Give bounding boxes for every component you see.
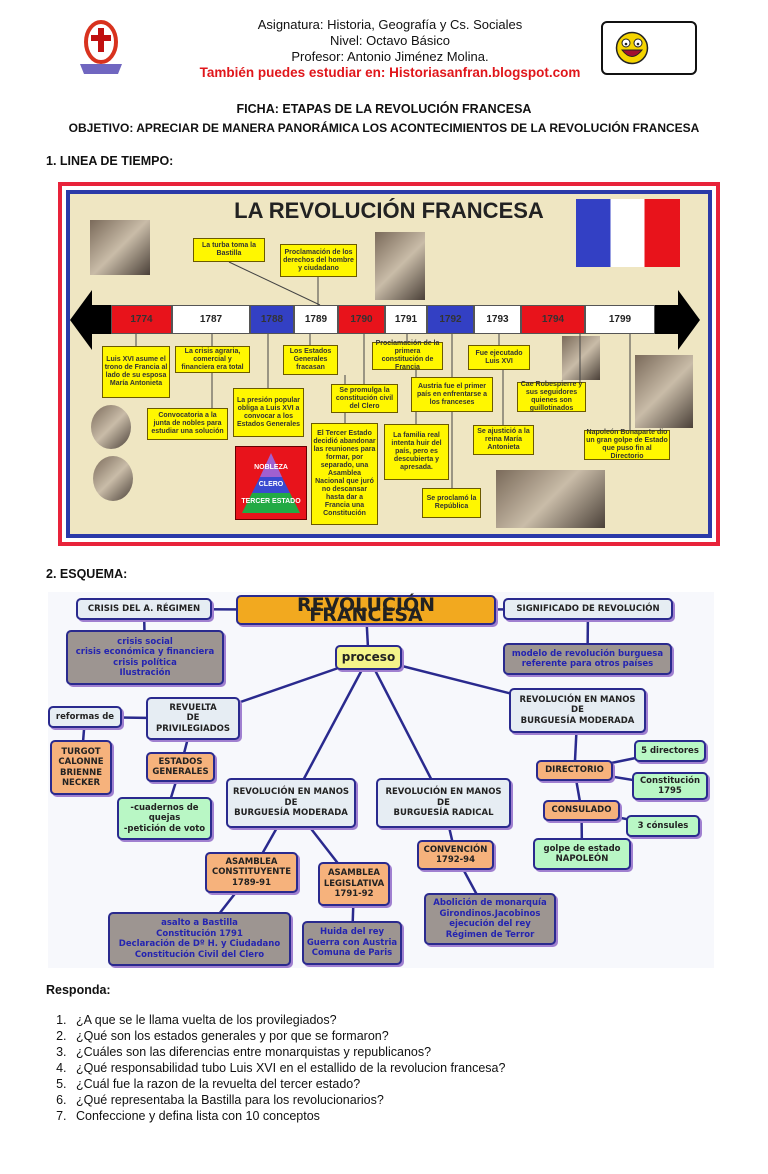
- concept-node: Constitución 1795: [632, 772, 708, 800]
- timeline-event-box: La familia real intenta huir del país, p…: [384, 424, 449, 480]
- question-item: Confeccione y defina lista con 10 concep…: [70, 1108, 505, 1124]
- concept-node: CONSULADO: [543, 800, 620, 821]
- timeline-event-box: Proclamación de los derechos del hombre …: [280, 244, 357, 277]
- concept-node: REVOLUCIÓN EN MANOS DE BURGUESÍA MODERAD…: [226, 778, 356, 828]
- subject-line: Asignatura: Historia, Geografía y Cs. So…: [257, 17, 523, 32]
- concept-node: CONVENCIÓN 1792-94: [417, 840, 494, 870]
- pyramid-level-label: NOBLEZA: [254, 464, 288, 471]
- timeline-event-box: Austria fue el primer país en enfrentars…: [411, 377, 493, 412]
- section-scheme-heading: 2. ESQUEMA:: [46, 567, 128, 581]
- timeline-year: 1774: [111, 305, 172, 334]
- social-pyramid: NOBLEZA CLERO TERCER ESTADO: [235, 446, 307, 520]
- concept-node: 3 cónsules: [626, 815, 700, 837]
- concept-node: modelo de revolución burguesa referente …: [503, 643, 672, 675]
- timeline-title: LA REVOLUCIÓN FRANCESA: [234, 198, 544, 223]
- timeline-event-box: Napoleón Bonaparte dio un gran golpe de …: [584, 429, 670, 460]
- concept-node: golpe de estado NAPOLEÓN: [533, 838, 631, 870]
- question-item: ¿Cuál fue la razon de la revuelta del te…: [70, 1076, 505, 1092]
- timeline-year: 1793: [474, 305, 521, 334]
- timeline-year: 1787: [172, 305, 250, 334]
- questions-heading: Responda:: [46, 983, 111, 997]
- declaration-image: [375, 232, 425, 300]
- timeline-event-box: Luis XVI asume el trono de Francia al la…: [102, 346, 170, 398]
- concept-node: REVUELTA DE PRIVILEGIADOS: [146, 697, 240, 740]
- timeline-event-box: Convocatoria a la junta de nobles para e…: [147, 408, 228, 440]
- robespierre-portrait: [562, 336, 600, 380]
- question-item: ¿Qué representaba la Bastilla para los r…: [70, 1092, 505, 1108]
- website-link[interactable]: También puedes estudiar en: Historiasanf…: [199, 65, 581, 80]
- concept-node: Abolición de monarquía Girondinos.Jacobi…: [424, 893, 556, 945]
- concept-node: crisis social crisis económica y financi…: [66, 630, 224, 685]
- napoleon-portrait: [635, 355, 693, 428]
- question-item: ¿Cuáles son las diferencias entre monarq…: [70, 1044, 505, 1060]
- concept-map: CRISIS DEL A. RÉGIMEN REVOLUCIÓN FRANCESA…: [48, 592, 714, 968]
- question-item: ¿A que se le llama vuelta de los provile…: [70, 1012, 505, 1028]
- concept-node: asalto a Bastilla Constitución 1791 Decl…: [108, 912, 291, 966]
- concept-node: REVOLUCIÓN FRANCESA: [236, 595, 496, 625]
- timeline-event-box: La crisis agraria, comercial y financier…: [175, 346, 250, 373]
- timeline-event-box: Se proclamó la República: [422, 488, 481, 518]
- concept-node: DIRECTORIO: [536, 760, 613, 781]
- timeline-event-box: Cae Robespierre y sus seguidores quienes…: [517, 381, 586, 412]
- timeline-year: 1789: [294, 305, 338, 334]
- timeline-year: 1794: [521, 305, 585, 334]
- timeline-event-box: Fue ejecutado Luis XVI: [468, 345, 530, 370]
- concept-node: reformas de: [48, 706, 122, 728]
- laughing-face-icon: [615, 31, 649, 65]
- timeline-event-box: La turba toma la Bastilla: [193, 238, 265, 262]
- timeline-year: 1788: [250, 305, 294, 334]
- timeline-year: 1792: [427, 305, 474, 334]
- concept-node: REVOLUCIÓN EN MANOS DE BURGUESÍA RADICAL: [376, 778, 511, 828]
- concept-node: -cuadernos de quejas -petición de voto: [117, 797, 212, 840]
- section-timeline-heading: 1. LINEA DE TIEMPO:: [46, 154, 174, 168]
- concept-node: SIGNIFICADO DE REVOLUCIÓN: [503, 598, 673, 620]
- timeline-event-box: Los Estados Generales fracasan: [283, 345, 338, 375]
- emoji-box: [601, 21, 697, 75]
- timeline-year: 1790: [338, 305, 385, 334]
- louis-xvi-portrait: [91, 405, 131, 449]
- timeline-event-box: La presión popular obliga a Luis XVI a c…: [233, 388, 304, 437]
- timeline-event-box: Proclamación de la primera constitución …: [372, 340, 443, 371]
- level-line: Nivel: Octavo Básico: [330, 33, 450, 48]
- concept-node: ESTADOS GENERALES: [146, 752, 215, 782]
- questions-list: ¿A que se le llama vuelta de los provile…: [46, 1012, 505, 1124]
- timeline-year: 1799: [585, 305, 655, 334]
- pyramid-level-label: CLERO: [258, 481, 284, 488]
- pyramid-level-label: TERCER ESTADO: [241, 498, 301, 505]
- concept-node: TURGOT CALONNE BRIENNE NECKER: [50, 740, 112, 795]
- worksheet-title: FICHA: ETAPAS DE LA REVOLUCIÓN FRANCESA: [236, 102, 532, 116]
- marie-antoinette-portrait: [93, 456, 133, 501]
- timeline-event-box: Se ajustició a la reina María Antonieta: [473, 425, 534, 455]
- concept-node: CRISIS DEL A. RÉGIMEN: [76, 598, 212, 620]
- question-item: ¿Qué responsabilidad tubo Luis XVI en el…: [70, 1060, 505, 1076]
- concept-node: 5 directores: [634, 740, 706, 762]
- concept-node: ASAMBLEA LEGISLATIVA 1791-92: [318, 862, 390, 906]
- concept-node: ASAMBLEA CONSTITUYENTE 1789-91: [205, 852, 298, 893]
- timeline-year: 1791: [385, 305, 427, 334]
- concept-node: Huida del rey Guerra con Austria Comuna …: [302, 921, 402, 965]
- teacher-line: Profesor: Antonio Jiménez Molina.: [291, 49, 489, 64]
- timeline-event-box: Se promulga la constitución civil del Cl…: [331, 384, 398, 413]
- french-flag-image: [576, 199, 680, 267]
- timeline-arrows: [70, 288, 700, 352]
- concept-node: REVOLUCIÓN EN MANOS DE BURGUESÍA MODERAD…: [509, 688, 646, 733]
- school-logo: [78, 18, 124, 76]
- royal-family-return-image: [496, 470, 605, 528]
- bastille-image: [90, 220, 150, 275]
- concept-node: proceso: [335, 645, 402, 670]
- objective: OBJETIVO: APRECIAR DE MANERA PANORÁMICA …: [68, 121, 700, 135]
- timeline-event-box: El Tercer Estado decidió abandonar las r…: [311, 423, 378, 525]
- question-item: ¿Qué son los estados generales y por que…: [70, 1028, 505, 1044]
